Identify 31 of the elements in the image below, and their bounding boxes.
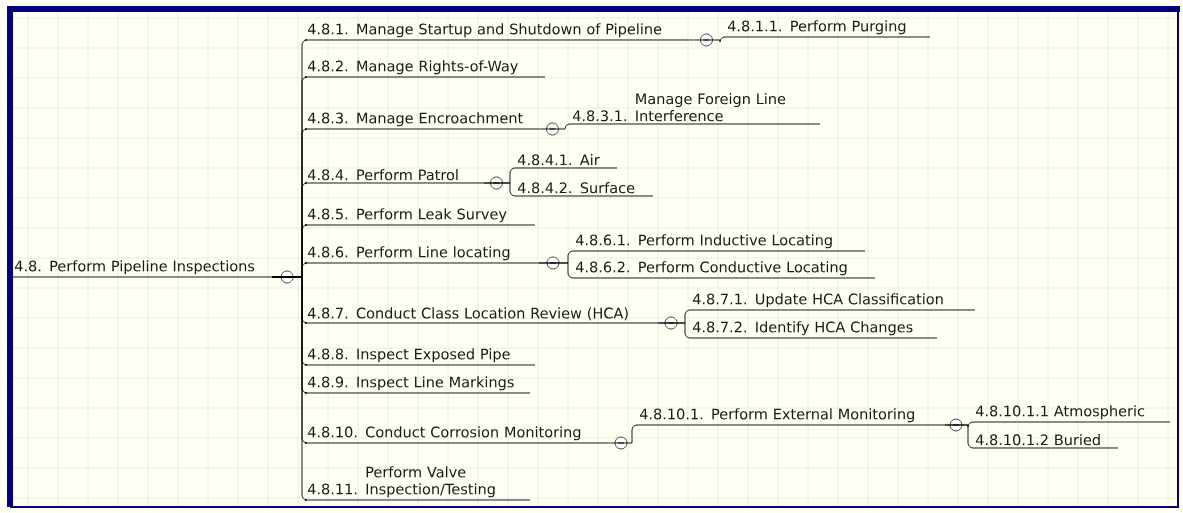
branch-lines — [482, 167, 516, 197]
branch-lines — [537, 250, 574, 279]
topic-label: 4.8.10.1.2 Buried — [972, 434, 1119, 449]
topic-label: 4.8.8. Inspect Exposed Pipe — [304, 348, 536, 366]
topic-label: 4.8.10. Conduct Corrosion Monitoring — [304, 426, 611, 444]
topic-label: 4.8.6.2. Perform Conductive Locating — [572, 261, 876, 279]
topic-label: 4.8.3. Manage Encroachment — [304, 112, 541, 130]
topic-label: 4.8.4.1. Air — [514, 154, 618, 169]
topic-label: 4.8.9. Inspect Line Markings — [304, 376, 531, 394]
topic-label: 4.8.1.1. Perform Purging — [724, 20, 931, 38]
branch-lines — [609, 424, 638, 444]
topic-label: 4.8. Perform Pipeline Inspections — [11, 260, 273, 278]
topic-label: 4.8.4.2. Surface — [514, 182, 654, 197]
topic-label: 4.8.10.1.1 Atmospheric — [972, 405, 1171, 423]
topic-label: 4.8.1. Manage Startup and Shutdown of Pipeline — [304, 23, 694, 41]
topic-label: 4.8.2. Manage Rights-of-Way — [304, 60, 546, 78]
branch-lines — [271, 39, 308, 501]
topic-label: 4.8.6. Perform Line locating — [304, 246, 539, 264]
topic-label: 4.8.4. Perform Patrol — [304, 169, 484, 184]
branch-lines — [656, 309, 691, 339]
topic-label: 4.8.7.1. Update HCA Classification — [689, 293, 976, 311]
topic-label: 4.8.7. Conduct Class Location Review (HCA) — [304, 307, 658, 324]
topic-label: 4.8.7.2. Identify HCA Changes — [689, 321, 938, 339]
branch-lines — [539, 123, 571, 130]
topic-label: 4.8.10.1. Perform External Monitoring — [636, 408, 945, 426]
branch-lines — [943, 421, 974, 449]
topic-label: 4.8.3.1. Manage Foreign Line Interference — [569, 93, 821, 125]
topic-label: 4.8.5. Perform Leak Survey — [304, 208, 536, 226]
branch-lines — [692, 36, 726, 43]
topic-label: 4.8.11. Perform Valve Inspection/Testing — [304, 466, 531, 501]
topic-label: 4.8.6.1. Perform Inductive Locating — [572, 234, 866, 252]
